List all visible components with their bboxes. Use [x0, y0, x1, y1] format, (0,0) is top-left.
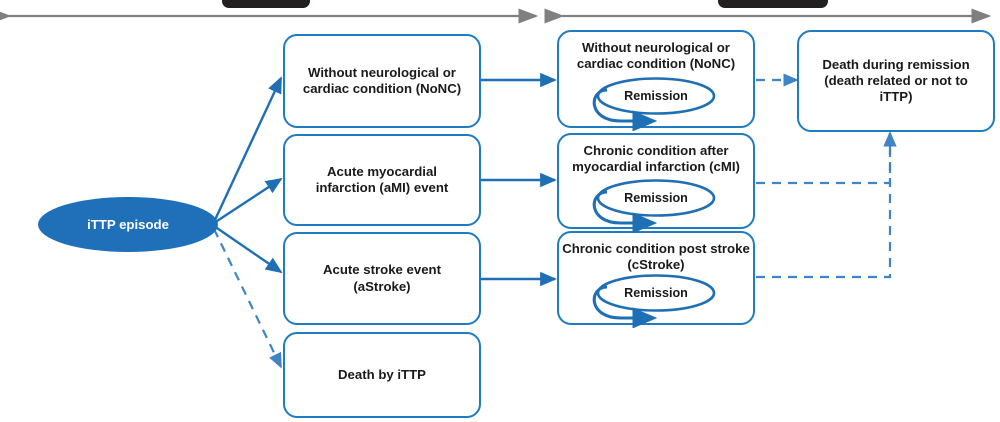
node-death-during-remission[interactable]: Death during remission (death related or…	[797, 30, 995, 132]
node-ittp-episode[interactable]: iTTP episode	[38, 197, 218, 252]
remission-loop-icon	[592, 274, 716, 328]
edge-ittp-to-astroke	[213, 225, 283, 274]
remission-loop-icon	[592, 179, 716, 233]
edge-cstroke-chronic-to-death	[756, 131, 897, 279]
remission-loop-icon	[592, 77, 716, 131]
self-loop-remission-cmi: Remission	[592, 179, 716, 233]
node-astroke-acute-label: Acute stroke event (aStroke)	[323, 262, 441, 294]
node-nonc-acute[interactable]: Without neurological or cardiac conditio…	[283, 34, 481, 128]
self-loop-remission-cstroke: Remission	[592, 274, 716, 328]
node-astroke-acute[interactable]: Acute stroke event (aStroke)	[283, 232, 481, 325]
node-death-by-ittp[interactable]: Death by iTTP	[283, 332, 481, 418]
node-death-during-remission-label: Death during remission (death related or…	[822, 56, 970, 105]
self-loop-remission-nonc: Remission	[592, 77, 716, 131]
edge-ittp-to-ami	[213, 177, 283, 225]
node-cstroke-chronic-label: Chronic condition post stroke (cStroke)	[562, 241, 750, 273]
redacted-left-phase-label	[222, 0, 310, 8]
node-cmi-chronic-label: Chronic condition after myocardial infar…	[572, 143, 740, 175]
remission-label-cstroke: Remission	[624, 286, 688, 300]
remission-label-nonc: Remission	[624, 89, 688, 103]
node-nonc-chronic-label: Without neurological or cardiac conditio…	[576, 40, 736, 72]
node-ami-acute-label: Acute myocardial infarction (aMI) event	[315, 163, 449, 195]
edge-ittp-to-death-ittp	[213, 228, 282, 369]
edge-ittp-to-nonc	[212, 76, 283, 223]
remission-label-cmi: Remission	[624, 191, 688, 205]
node-death-by-ittp-label: Death by iTTP	[338, 366, 426, 382]
redacted-right-phase-label	[718, 0, 828, 8]
node-nonc-chronic[interactable]: Without neurological or cardiac conditio…	[557, 30, 755, 128]
node-ittp-episode-label: iTTP episode	[87, 217, 169, 232]
node-ami-acute[interactable]: Acute myocardial infarction (aMI) event	[283, 134, 481, 226]
edge-cmi-chronic-to-death	[756, 131, 897, 185]
node-nonc-acute-label: Without neurological or cardiac conditio…	[302, 64, 462, 96]
